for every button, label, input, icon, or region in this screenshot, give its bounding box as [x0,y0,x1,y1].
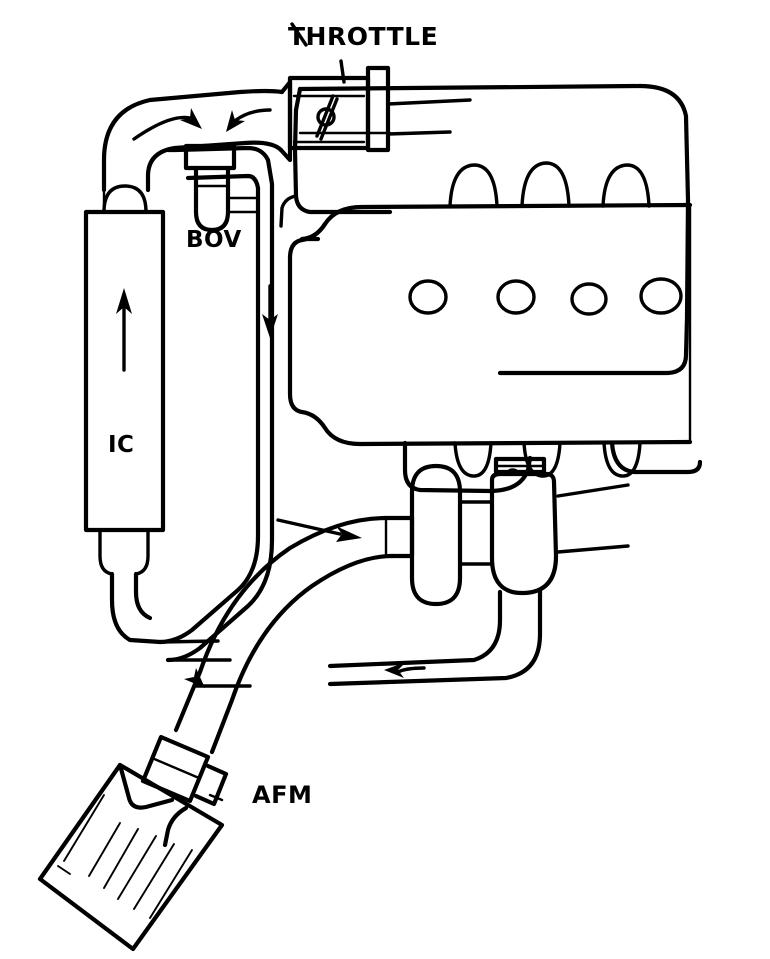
intake-manifold-ports [408,277,683,316]
throttle-label: THROTTLE [288,22,438,51]
charge-pipe-lower-loop [109,297,275,663]
engine-block [279,83,691,376]
throttle-plate [315,94,339,141]
arrow-charge-in-left [132,108,202,141]
intercooler-label: IC [108,432,134,458]
bov-label: BOV [186,227,242,253]
air-filter-media-lines [63,794,193,919]
arrow-charge-in-right [226,108,272,132]
throttle-body [287,22,391,153]
blow-off-valve: BOV [183,143,260,253]
intake-manifold [287,202,693,447]
intercooler: IC [83,184,166,576]
inlet-pipe [173,515,415,755]
afm-label: AFM [252,781,312,809]
exhaust-manifold-flange [493,456,547,475]
turbocharger [409,463,630,607]
air-filter [37,762,225,952]
charge-pipe-to-manifold [165,98,472,303]
arrow-intercooler-up [116,288,132,372]
arrow-exhaust-out [384,662,426,678]
air-flow-meter: AFM [140,734,312,809]
arrow-loop-left [184,668,252,688]
intake-runners-upper [448,161,651,208]
exhaust-pipe [327,587,543,687]
arrow-compressor-in [276,518,362,542]
